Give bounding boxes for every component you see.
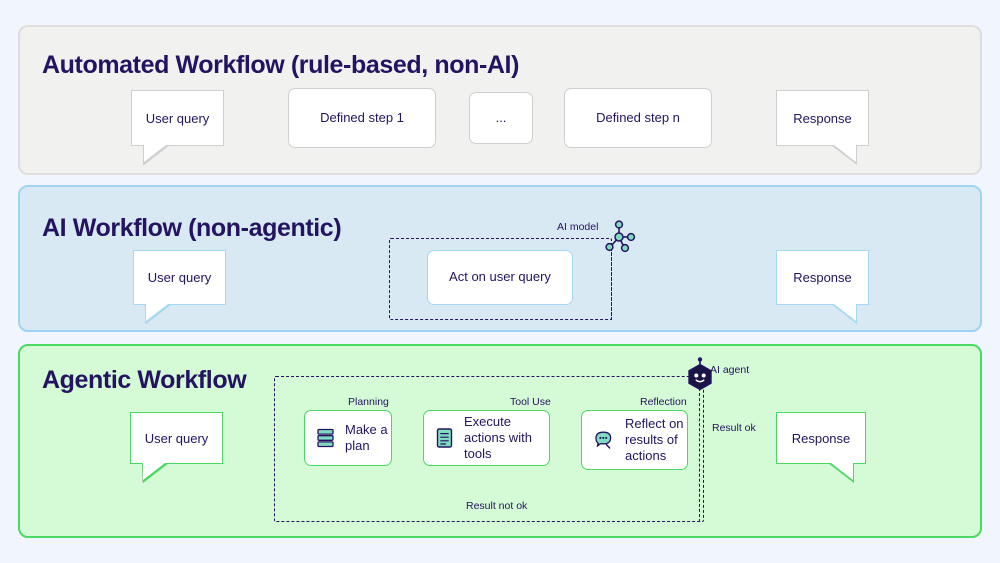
node-defined-step-1: Defined step 1 [288,88,436,148]
ai-agent-label: AI agent [710,364,750,376]
ai-model-node-icon [605,220,636,253]
node-label: Defined step 1 [320,109,404,125]
ai-model-group-divider [611,247,612,320]
node-label: User query [145,110,210,126]
node-response-automated: Response [776,90,869,165]
node-ellipsis: ... [469,92,533,144]
node-user-query-agentic: User query [130,412,223,483]
node-user-query-ai: User query [133,250,226,324]
node-label: Reflect on results of actions [625,415,684,464]
node-label: User query [144,430,209,446]
node-label: Response [793,270,852,285]
node-make-a-plan: Make a plan [304,410,392,466]
node-label: Act on user query [449,269,551,285]
caption-reflection: Reflection [640,396,687,408]
ai-agent-group-divider [699,388,700,522]
caption-tool-use: Tool Use [510,396,551,408]
bubble-tail-fill [834,145,856,162]
edge-label-result-ok: Result ok [707,422,761,434]
ai-model-label: AI model [557,221,599,233]
layers-stack-icon [316,427,335,449]
ai-agent-group-region [274,376,704,522]
node-act-on-user-query: Act on user query [427,250,573,305]
node-label: Response [791,430,851,446]
node-label: Make a plan [345,421,388,453]
panel-ai-title: AI Workflow (non-agentic) [42,214,342,242]
edge-label-result-not-ok: Result not ok [461,500,533,512]
panel-automated-title: Automated Workflow (rule-based, non-AI) [42,51,519,79]
caption-planning: Planning [348,396,389,408]
node-reflect-on-results: Reflect on results of actions [581,410,688,470]
bubble-tail-fill [143,463,165,480]
node-response-agentic: Response [776,412,866,483]
node-user-query-automated: User query [131,90,224,165]
node-label: ... [495,109,507,125]
node-label: Response [793,110,852,126]
node-label: Execute actions with tools [464,413,532,462]
speech-bubble-search-icon [593,429,615,451]
bubble-tail-fill [831,463,853,480]
ai-agent-hexagon-icon [688,357,712,391]
bubble-tail-fill [146,304,168,321]
node-execute-actions-with-tools: Execute actions with tools [423,410,550,466]
node-response-ai: Response [776,250,869,324]
panel-agentic-title: Agentic Workflow [42,366,247,394]
document-list-icon [435,427,454,449]
bubble-tail-fill [834,304,856,321]
node-label: User query [147,270,212,285]
node-defined-step-n: Defined step n [564,88,712,148]
node-label: Defined step n [596,109,680,125]
bubble-tail-fill [144,145,166,162]
